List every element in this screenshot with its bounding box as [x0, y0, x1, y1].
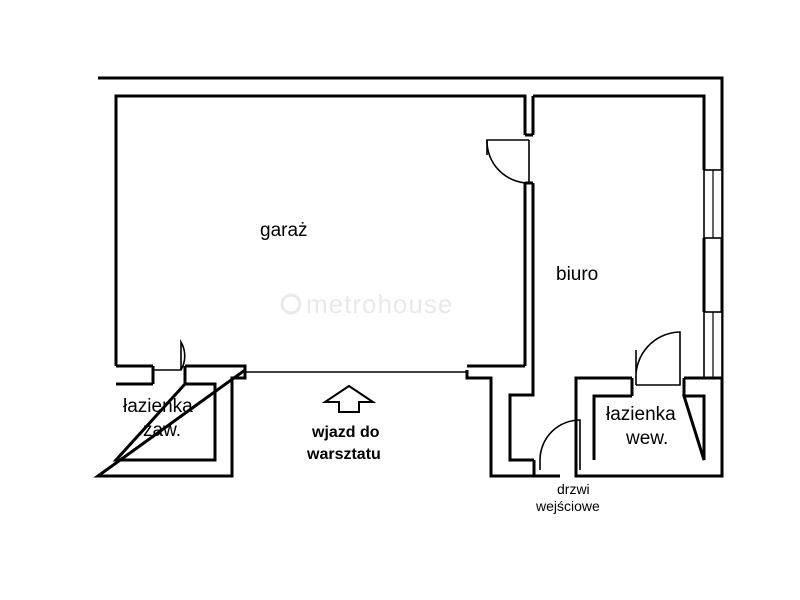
arrow-up-icon	[321, 384, 377, 413]
annotation-entrance-door-line1: drzwi	[557, 481, 590, 497]
watermark-text: metrohouse	[306, 289, 453, 319]
room-label-bathroom-internal-line2: wew.	[625, 428, 668, 449]
room-label-garage: garaż	[260, 220, 308, 241]
window-lower	[703, 311, 723, 379]
office-top-wall	[533, 94, 706, 170]
watermark: metrohouse	[280, 289, 453, 319]
room-label-bathroom-external-line2: zaw.	[143, 420, 181, 441]
door-bathroom-internal	[630, 331, 686, 396]
room-label-bathroom-external-line1: łazienka	[123, 396, 193, 417]
door-entrance	[532, 419, 581, 476]
outer-wall	[93, 76, 724, 478]
garage-bottom-wall-mid	[185, 364, 247, 370]
annotation-workshop-entry-line2: warsztatu	[306, 446, 381, 463]
garage-inner-wall	[114, 94, 527, 366]
bathroom-external-walls	[112, 382, 217, 462]
room-label-office: biuro	[556, 264, 598, 285]
door-garage-office	[486, 133, 533, 185]
annotation-entrance-door-line2: wejściowe	[535, 498, 600, 514]
bathroom-internal-outer	[574, 376, 722, 420]
door-bathroom-external	[151, 339, 187, 384]
bathroom-internal-inner	[592, 394, 706, 461]
annotation-workshop-entry-line1: wjazd do	[311, 424, 380, 441]
window-upper	[703, 169, 723, 239]
partition-wall	[508, 96, 535, 462]
room-label-bathroom-internal-line1: łazienka	[606, 404, 676, 425]
watermark-logo-icon	[280, 293, 302, 315]
